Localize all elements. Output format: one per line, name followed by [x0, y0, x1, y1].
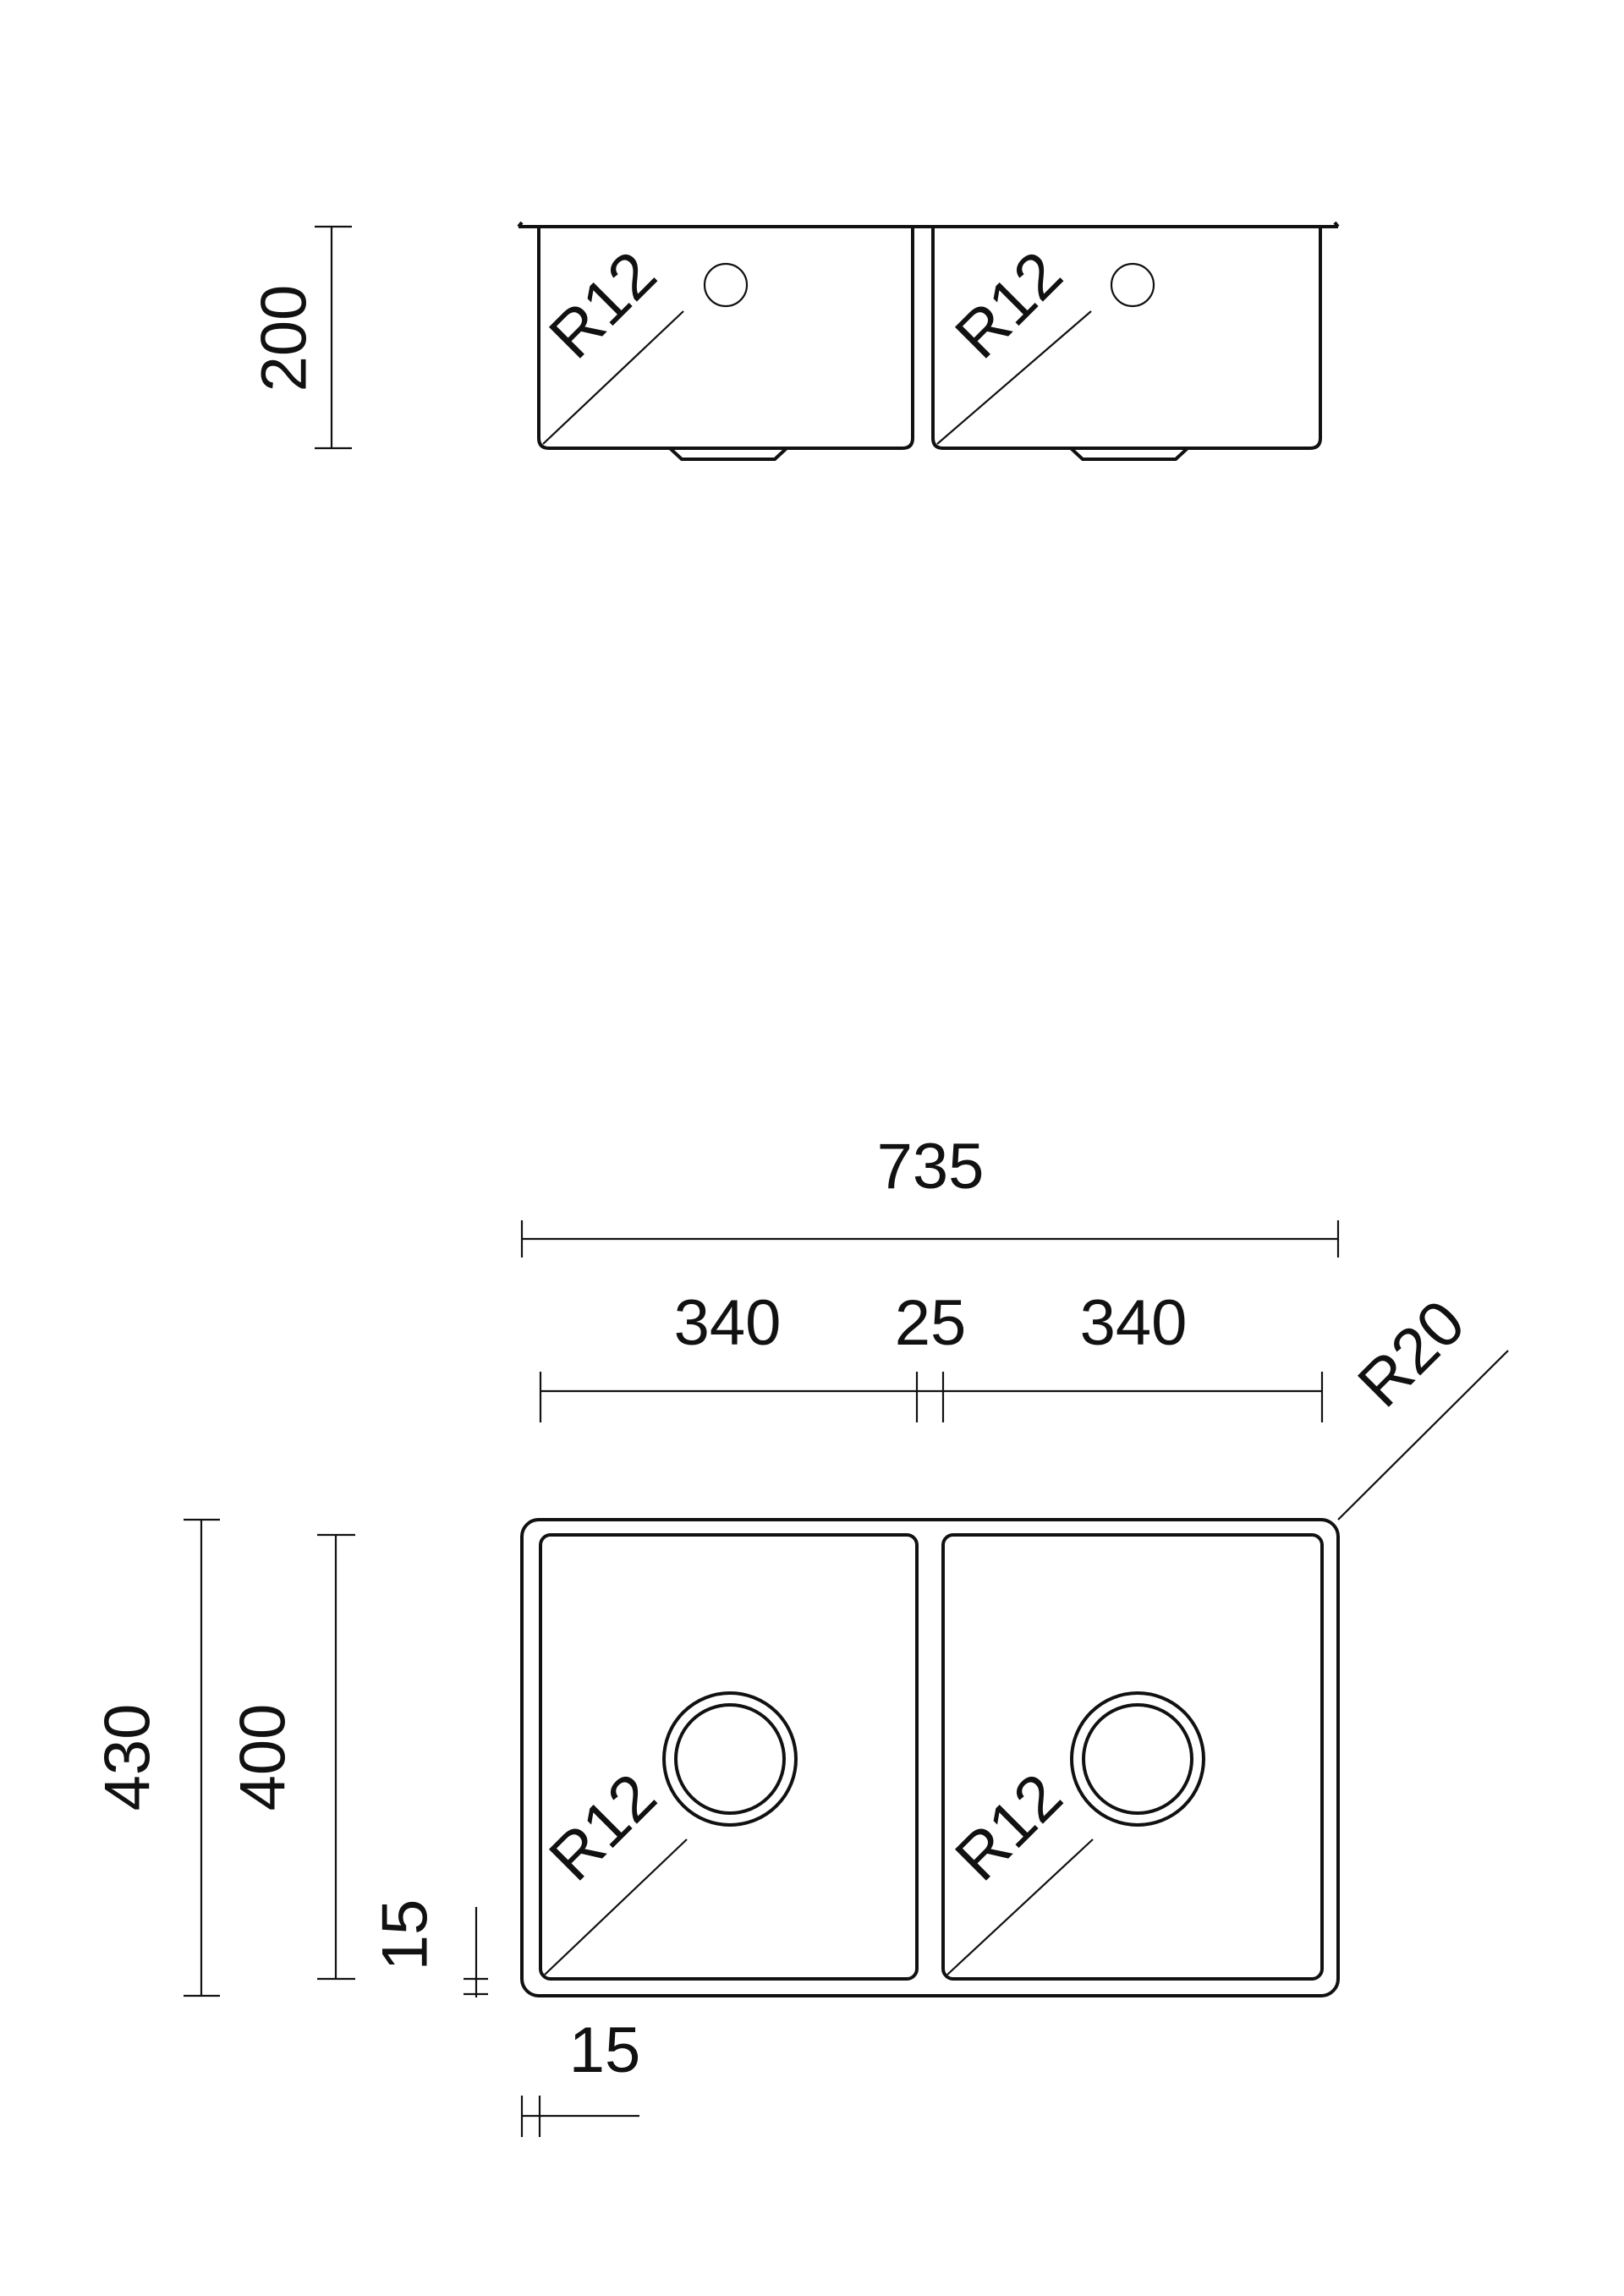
bowl-widths-dimension: 340 25 340	[539, 1287, 1324, 1422]
right-drain-outer	[1070, 1691, 1205, 1827]
top-view: 735 340 25 340 R20 430	[92, 1131, 1509, 2137]
side-rim	[517, 221, 1340, 228]
left-drain-outer	[662, 1691, 798, 1827]
rim-horizontal-label: 15	[569, 2014, 641, 2086]
overall-width-label: 735	[877, 1131, 985, 1203]
height-label: 200	[249, 285, 321, 392]
overall-width-dimension: 735	[520, 1131, 1340, 1258]
left-radius-leader	[544, 1838, 688, 1975]
side-view: 200 R12 R12	[249, 221, 1340, 461]
bowl-depth-label: 400	[228, 1704, 299, 1811]
overall-depth-label: 430	[92, 1704, 164, 1811]
right-drain-inner	[1082, 1703, 1193, 1815]
side-right-overflow	[1110, 262, 1155, 308]
right-bowl-width-label: 340	[1080, 1287, 1188, 1359]
corner-radius-dimension: R20	[1337, 1286, 1509, 1521]
overall-depth-dimension: 430	[92, 1518, 220, 1997]
side-left-bowl	[537, 227, 914, 450]
right-radius-leader	[946, 1838, 1094, 1975]
height-dimension: 200	[249, 225, 352, 450]
left-bowl	[539, 1533, 919, 1981]
left-drain-inner	[674, 1703, 786, 1815]
side-right-radius-leader	[936, 310, 1092, 445]
left-bowl-width-label: 340	[674, 1287, 782, 1359]
bowl-depth-dimension: 400	[228, 1533, 355, 1981]
rim-vertical-dimension: 15	[370, 1899, 488, 1997]
right-bowl	[941, 1533, 1324, 1981]
rim-vertical-label: 15	[370, 1899, 442, 1971]
side-right-radius-label: R12	[941, 238, 1076, 372]
side-left-drain	[668, 447, 788, 461]
side-left-overflow	[703, 262, 749, 308]
side-right-bowl	[931, 227, 1322, 450]
sink-outer-rim	[520, 1518, 1340, 1997]
side-left-radius-label: R12	[535, 238, 670, 372]
side-left-radius-leader	[542, 310, 684, 445]
rim-horizontal-dimension: 15	[520, 2014, 641, 2137]
side-right-drain	[1069, 447, 1189, 461]
divider-width-label: 25	[895, 1287, 967, 1359]
